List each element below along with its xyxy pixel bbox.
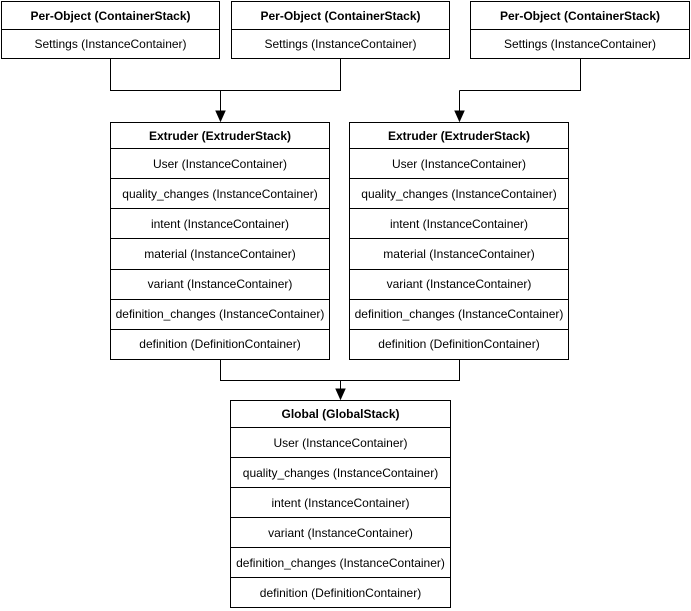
stack-row: material (InstanceContainer) [111,239,329,270]
stack-row: definition (DefinitionContainer) [378,337,540,352]
connector-extruders-to-global [220,360,460,401]
stack-title: Global (GlobalStack) [231,401,450,428]
stack-row: material (InstanceContainer) [350,239,568,270]
stack-global: Global (GlobalStack) User (InstanceConta… [230,400,451,608]
connector-perobject12-to-extruder-left [110,59,341,123]
stack-extruder-right: Extruder (ExtruderStack) User (InstanceC… [349,122,569,360]
stack-row: variant (InstanceContainer) [111,270,329,300]
stack-row: quality_changes (InstanceContainer) [350,179,568,210]
stack-row: Settings (InstanceContainer) [264,37,417,51]
stack-row: intent (InstanceContainer) [111,209,329,240]
arrowhead-icon [335,388,346,401]
arrowhead-icon [215,110,226,123]
stack-row: definition_changes (InstanceContainer) [231,548,450,578]
stack-row: definition (DefinitionContainer) [139,337,301,352]
stack-per-object-2: Per-Object (ContainerStack) Settings (In… [231,1,450,59]
stack-row: intent (InstanceContainer) [350,209,568,240]
stack-row: Settings (InstanceContainer) [503,37,657,51]
stack-row: quality_changes (InstanceContainer) [111,179,329,210]
stack-row: definition (DefinitionContainer) [259,585,422,600]
arrowhead-icon [454,110,465,123]
stack-title: Per-Object (ContainerStack) [232,2,449,30]
connector-perobject3-to-extruder-right [454,59,581,123]
stack-row: definition_changes (InstanceContainer) [350,300,568,330]
stack-row: quality_changes (InstanceContainer) [231,458,450,488]
stack-row: intent (InstanceContainer) [231,488,450,518]
stack-row: User (InstanceContainer) [350,149,568,180]
stack-per-object-1: Per-Object (ContainerStack) Settings (In… [1,1,220,59]
stack-per-object-3: Per-Object (ContainerStack) Settings (In… [470,1,690,59]
stack-row: variant (InstanceContainer) [350,270,568,300]
stack-title: Per-Object (ContainerStack) [2,2,219,30]
stack-title: Per-Object (ContainerStack) [471,2,689,30]
stack-row: Settings (InstanceContainer) [34,37,187,51]
stack-row: definition_changes (InstanceContainer) [111,300,329,330]
stack-title: Extruder (ExtruderStack) [111,123,329,149]
stack-title: Extruder (ExtruderStack) [350,123,568,149]
stack-row: User (InstanceContainer) [111,149,329,180]
stack-row: User (InstanceContainer) [231,428,450,458]
stack-extruder-left: Extruder (ExtruderStack) User (InstanceC… [110,122,330,360]
stack-row: variant (InstanceContainer) [231,518,450,548]
